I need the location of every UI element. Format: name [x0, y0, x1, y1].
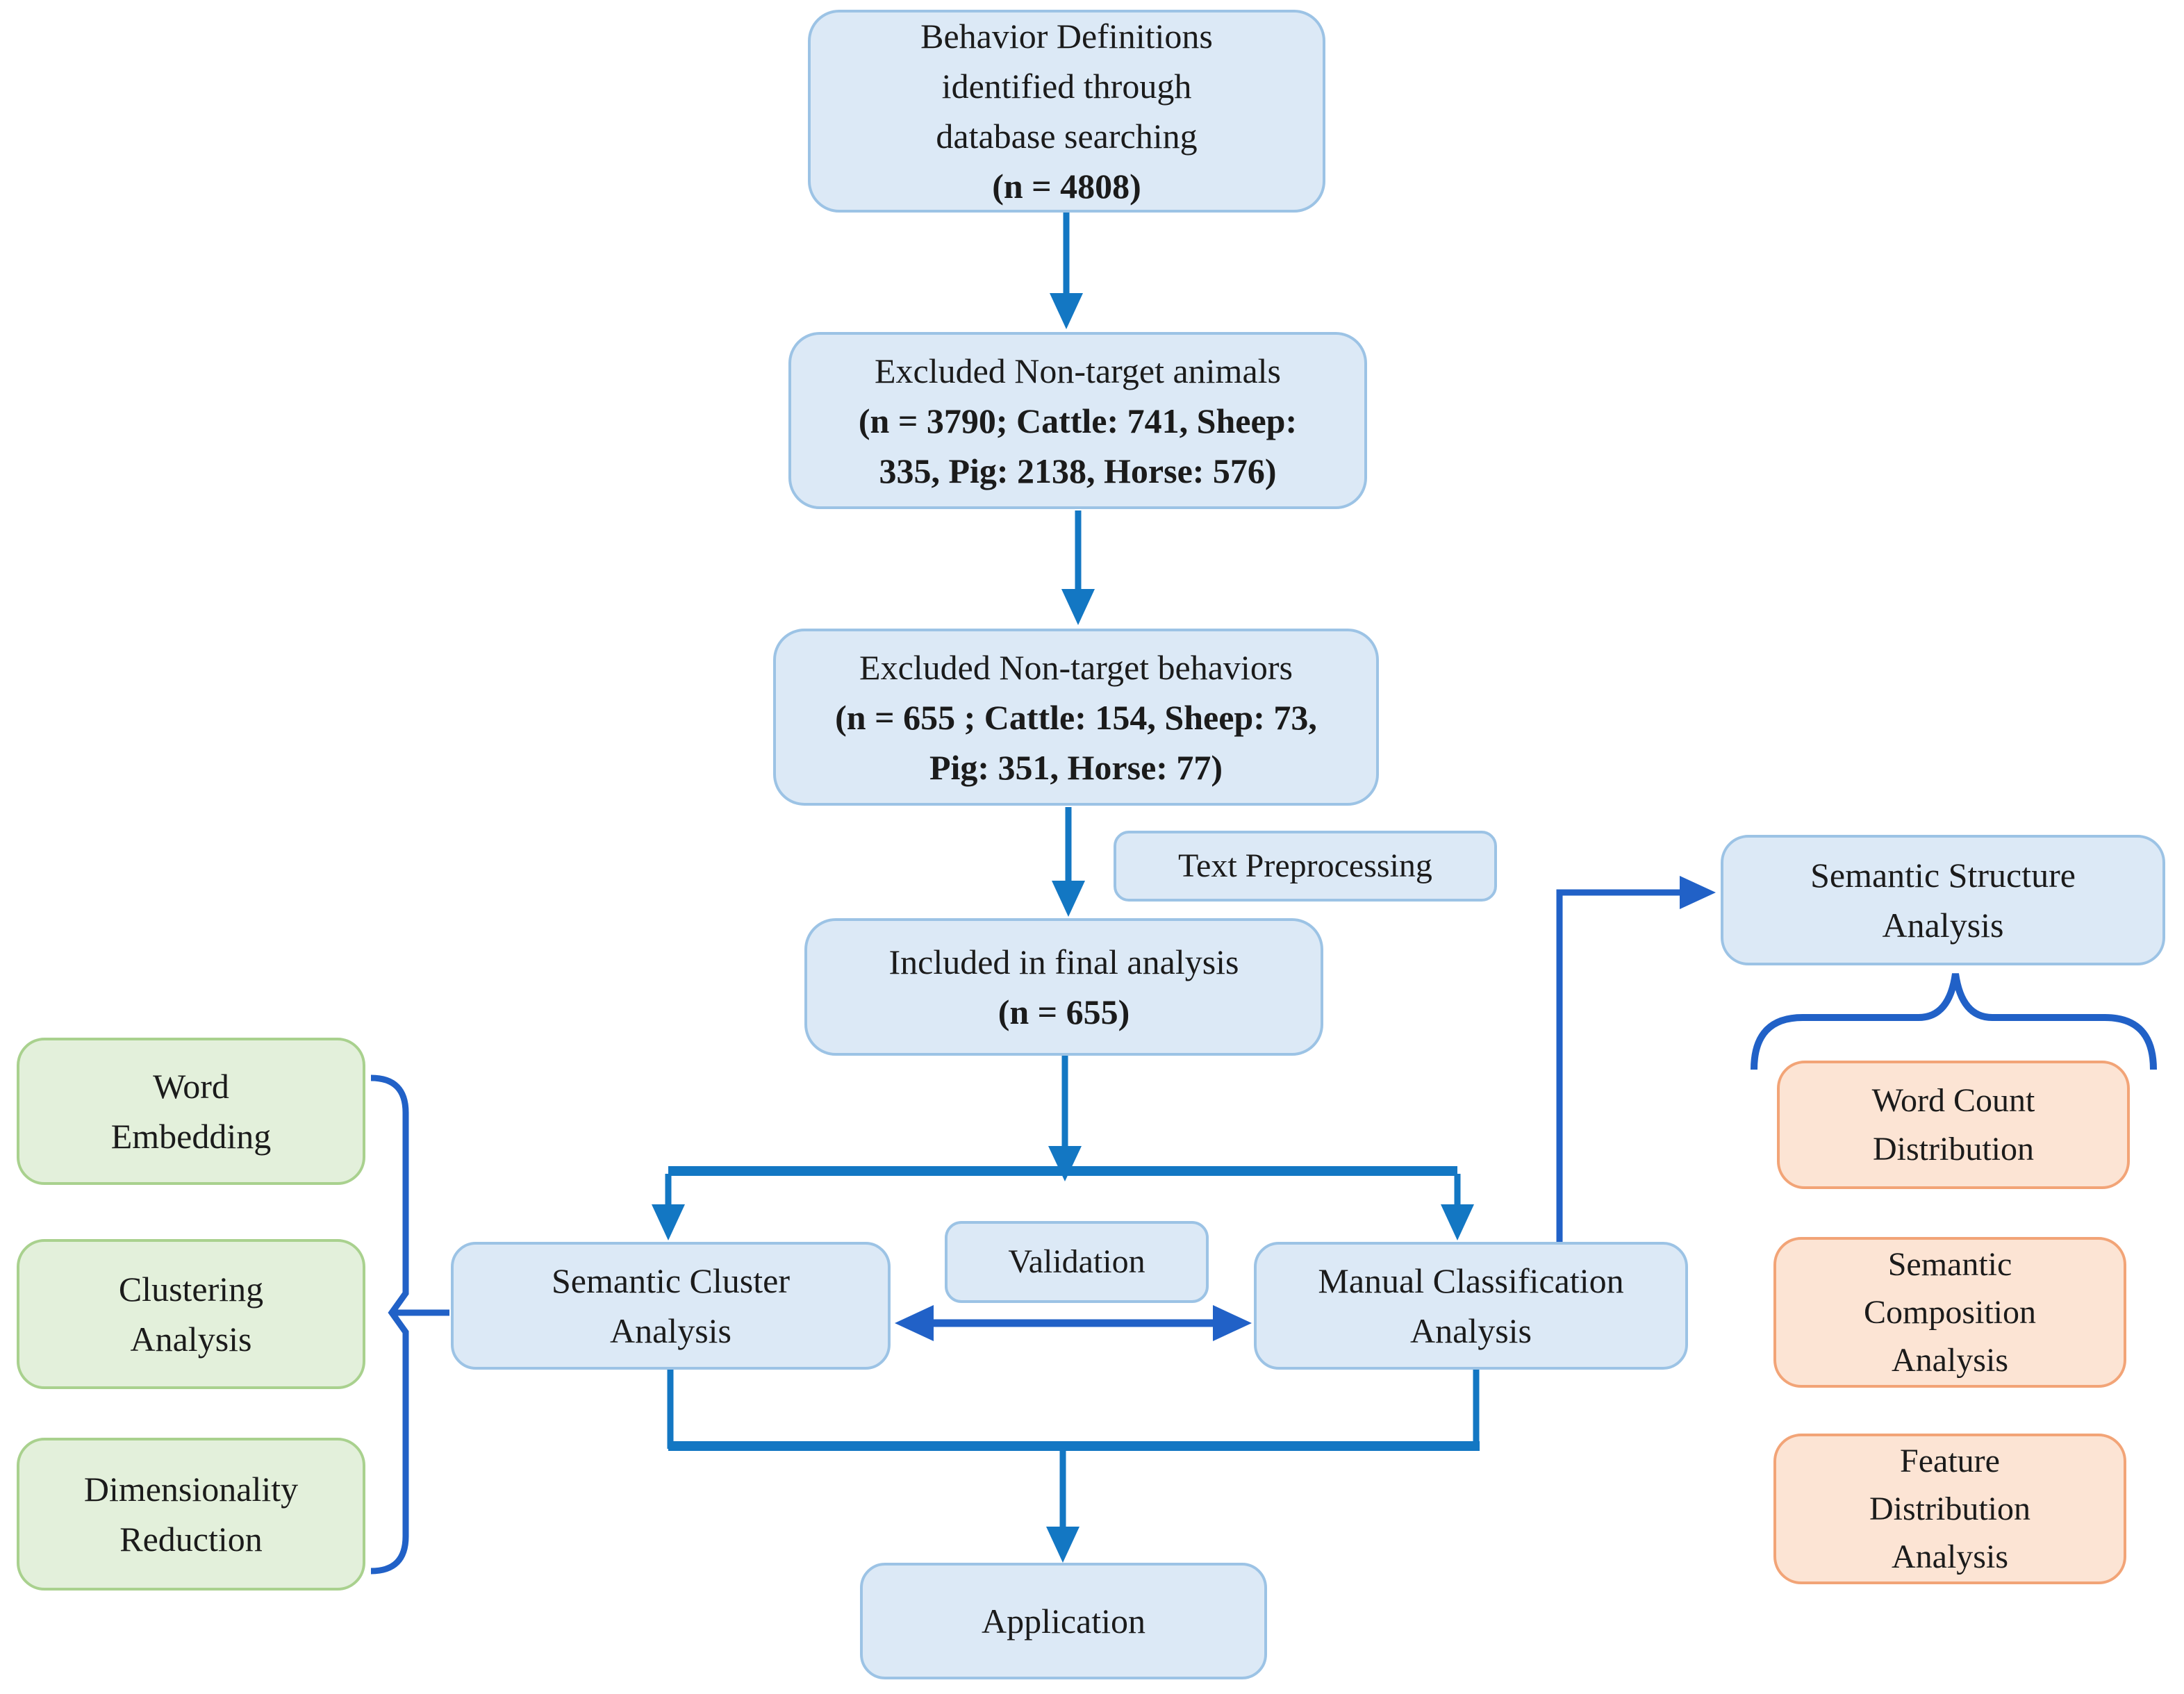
box-text: Reduction — [119, 1520, 263, 1559]
box-text: Semantic Cluster — [552, 1261, 790, 1300]
box-text: Word Count — [1871, 1082, 2035, 1120]
box-text: Included in final analysis — [888, 943, 1239, 981]
box-text: Feature — [1900, 1442, 2000, 1479]
box-text: Analysis — [1410, 1311, 1532, 1350]
arrowhead-into-semantic-structure — [1680, 876, 1716, 909]
box-text: Analysis — [1882, 906, 2004, 945]
arrowhead-down-3 — [1052, 881, 1085, 917]
box-clustering-analysis: Clustering Analysis — [17, 1239, 365, 1389]
box-text: Distribution — [1872, 1130, 2034, 1168]
arrowhead-branch-junction — [1048, 1146, 1082, 1181]
box-text: Embedding — [110, 1117, 272, 1156]
arrowhead-into-semantic-cluster — [652, 1204, 685, 1240]
box-text: Word — [153, 1067, 229, 1106]
box-text: Text Preprocessing — [1178, 847, 1432, 885]
box-text: (n = 655) — [998, 993, 1130, 1031]
box-text: Excluded Non-target behaviors — [859, 647, 1293, 687]
box-word-embedding: Word Embedding — [17, 1038, 365, 1185]
box-feature-distribution-analysis: Feature Distribution Analysis — [1773, 1434, 2126, 1584]
box-text: Analysis — [130, 1320, 252, 1359]
box-text: Dimensionality — [83, 1470, 299, 1509]
box-semantic-composition-analysis: Semantic Composition Analysis — [1773, 1237, 2126, 1388]
box-text: Validation — [1008, 1243, 1145, 1281]
arrowhead-validation-right — [1213, 1305, 1252, 1341]
box-text: (n = 4808) — [992, 167, 1141, 206]
box-text-preprocessing: Text Preprocessing — [1114, 831, 1497, 902]
line-to-semantic-structure — [1556, 889, 1702, 1242]
box-text: Analysis — [1892, 1538, 2008, 1576]
box-application: Application — [860, 1563, 1267, 1679]
box-dimensionality-reduction: Dimensionality Reduction — [17, 1438, 365, 1591]
box-text: 335, Pig: 2138, Horse: 576) — [879, 451, 1277, 490]
box-text: Behavior Definitions — [920, 17, 1213, 56]
arrowhead-validation-left — [895, 1305, 934, 1341]
box-excluded-non-target-animals: Excluded Non-target animals (n = 3790; C… — [788, 332, 1367, 509]
box-included-final-analysis: Included in final analysis (n = 655) — [804, 918, 1323, 1056]
box-text: Excluded Non-target animals — [874, 351, 1281, 390]
box-text: Manual Classification — [1318, 1261, 1624, 1300]
box-text: Analysis — [1892, 1342, 2008, 1379]
box-manual-classification-analysis: Manual Classification Analysis — [1254, 1242, 1688, 1370]
box-behavior-definitions: Behavior Definitions identified through … — [808, 10, 1325, 213]
box-semantic-cluster-analysis: Semantic Cluster Analysis — [451, 1242, 891, 1370]
box-text: Pig: 351, Horse: 77) — [929, 747, 1223, 787]
arrowhead-down-1 — [1050, 293, 1083, 329]
box-text: Distribution — [1869, 1490, 2030, 1527]
outputs-brace — [1751, 973, 2157, 1070]
box-text: Clustering — [118, 1270, 264, 1309]
arrowhead-down-2 — [1061, 589, 1095, 625]
box-word-count-distribution: Word Count Distribution — [1777, 1061, 2130, 1189]
box-validation: Validation — [945, 1221, 1209, 1303]
box-text: (n = 655 ; Cattle: 154, Sheep: 73, — [835, 697, 1317, 737]
arrowhead-into-manual-classification — [1441, 1204, 1474, 1240]
box-text: Semantic — [1887, 1245, 2012, 1283]
methods-bracket — [370, 1074, 409, 1575]
box-text: Analysis — [610, 1311, 731, 1350]
box-text: database searching — [936, 117, 1198, 156]
box-text: (n = 3790; Cattle: 741, Sheep: — [858, 401, 1298, 440]
arrowhead-into-application — [1046, 1527, 1079, 1563]
box-text: Semantic Structure — [1810, 856, 2076, 895]
box-excluded-non-target-behaviors: Excluded Non-target behaviors (n = 655 ;… — [773, 629, 1379, 806]
box-text: Application — [981, 1602, 1146, 1641]
box-semantic-structure-analysis: Semantic Structure Analysis — [1721, 835, 2165, 965]
box-text: Composition — [1863, 1293, 2037, 1331]
box-text: identified through — [941, 67, 1192, 106]
